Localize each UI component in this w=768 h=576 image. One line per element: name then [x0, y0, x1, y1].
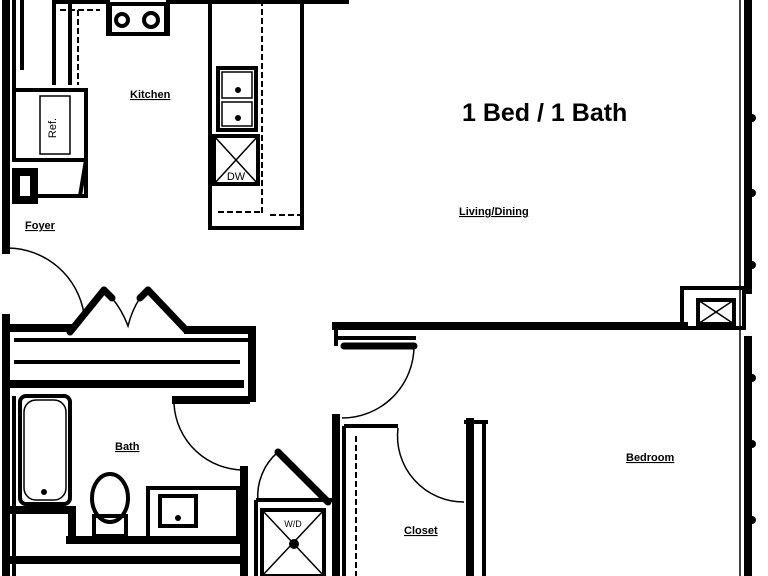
bedroom-label: Bedroom — [626, 452, 675, 464]
vanity-drain — [175, 515, 181, 521]
cooktop — [108, 2, 168, 36]
bedroom-door-swing — [341, 345, 415, 419]
toilet-tank — [92, 514, 128, 538]
entry-door-swing — [7, 247, 85, 315]
vanity — [146, 486, 240, 540]
shaft-inner — [696, 298, 736, 326]
kitchen-top-dash — [60, 9, 100, 85]
living-dining-label: Living/Dining — [459, 206, 529, 218]
washer-dryer-label: W/D — [284, 519, 302, 529]
bath-label: Bath — [115, 441, 140, 453]
kitchen-left-wall — [52, 0, 72, 85]
washer-dryer-center — [289, 539, 299, 549]
doors — [7, 247, 465, 506]
bath-door-swing — [173, 403, 245, 471]
bifold-door-left-1 — [66, 286, 108, 336]
refrigerator-door — [39, 95, 71, 155]
bifold-swing — [111, 297, 141, 329]
closet-door-swing — [396, 427, 465, 503]
toilet-bowl — [90, 472, 130, 524]
refrigerator-post — [12, 168, 38, 204]
bath-fixtures — [10, 394, 240, 544]
island-counter-dash — [218, 0, 300, 216]
hall-upper-wall — [6, 324, 256, 402]
vanity-sink — [158, 494, 198, 528]
shaft-cross — [697, 299, 735, 325]
wd-door-swing — [256, 451, 279, 503]
window-post-4 — [748, 374, 756, 382]
closet-label: Closet — [404, 525, 438, 537]
bifold-door-right-1 — [144, 286, 190, 334]
laundry-fixtures: W/D — [260, 298, 736, 576]
bathtub — [18, 394, 72, 506]
burner-1 — [114, 12, 130, 28]
window-post-1 — [748, 114, 756, 122]
window-post-5 — [748, 440, 756, 448]
washer-dryer-box — [260, 508, 326, 576]
sink — [216, 66, 258, 132]
window-post-2 — [748, 189, 756, 197]
bedroom-partition-inner — [334, 326, 416, 346]
dishwasher-box — [212, 134, 260, 186]
bathtub-drain — [41, 489, 47, 495]
dishwasher-cross — [213, 135, 259, 185]
hall-upper-inner — [14, 338, 252, 364]
wd-closet-wall — [254, 498, 336, 576]
bedroom-left-inner — [342, 424, 398, 576]
shaft-box — [680, 286, 746, 330]
bath-tub-ledge — [10, 506, 76, 544]
bathtub-inner — [23, 399, 67, 501]
burner-2 — [142, 11, 160, 29]
closet-right-inner — [464, 420, 488, 576]
refrigerator-panel — [14, 158, 88, 198]
dishwasher-label: DW — [227, 171, 246, 183]
window-post-3 — [748, 261, 756, 269]
refrigerator-label: Ref. — [47, 118, 59, 138]
sink-basin-2 — [221, 101, 253, 127]
foyer-label: Foyer — [25, 220, 56, 232]
sink-basin-1 — [221, 71, 253, 99]
kitchen-label: Kitchen — [130, 89, 171, 101]
bifold-door-right-2 — [136, 286, 152, 302]
wd-door-leaf — [274, 448, 332, 506]
unit-type-title: 1 Bed / 1 Bath — [462, 99, 627, 127]
bifold-door-left-2 — [100, 286, 116, 302]
kitchen-fixtures: DW Ref. — [12, 0, 304, 230]
window-post-6 — [748, 516, 756, 524]
sink-drain-1 — [235, 87, 241, 93]
sink-drain-2 — [235, 115, 241, 121]
island-counter — [208, 0, 304, 230]
